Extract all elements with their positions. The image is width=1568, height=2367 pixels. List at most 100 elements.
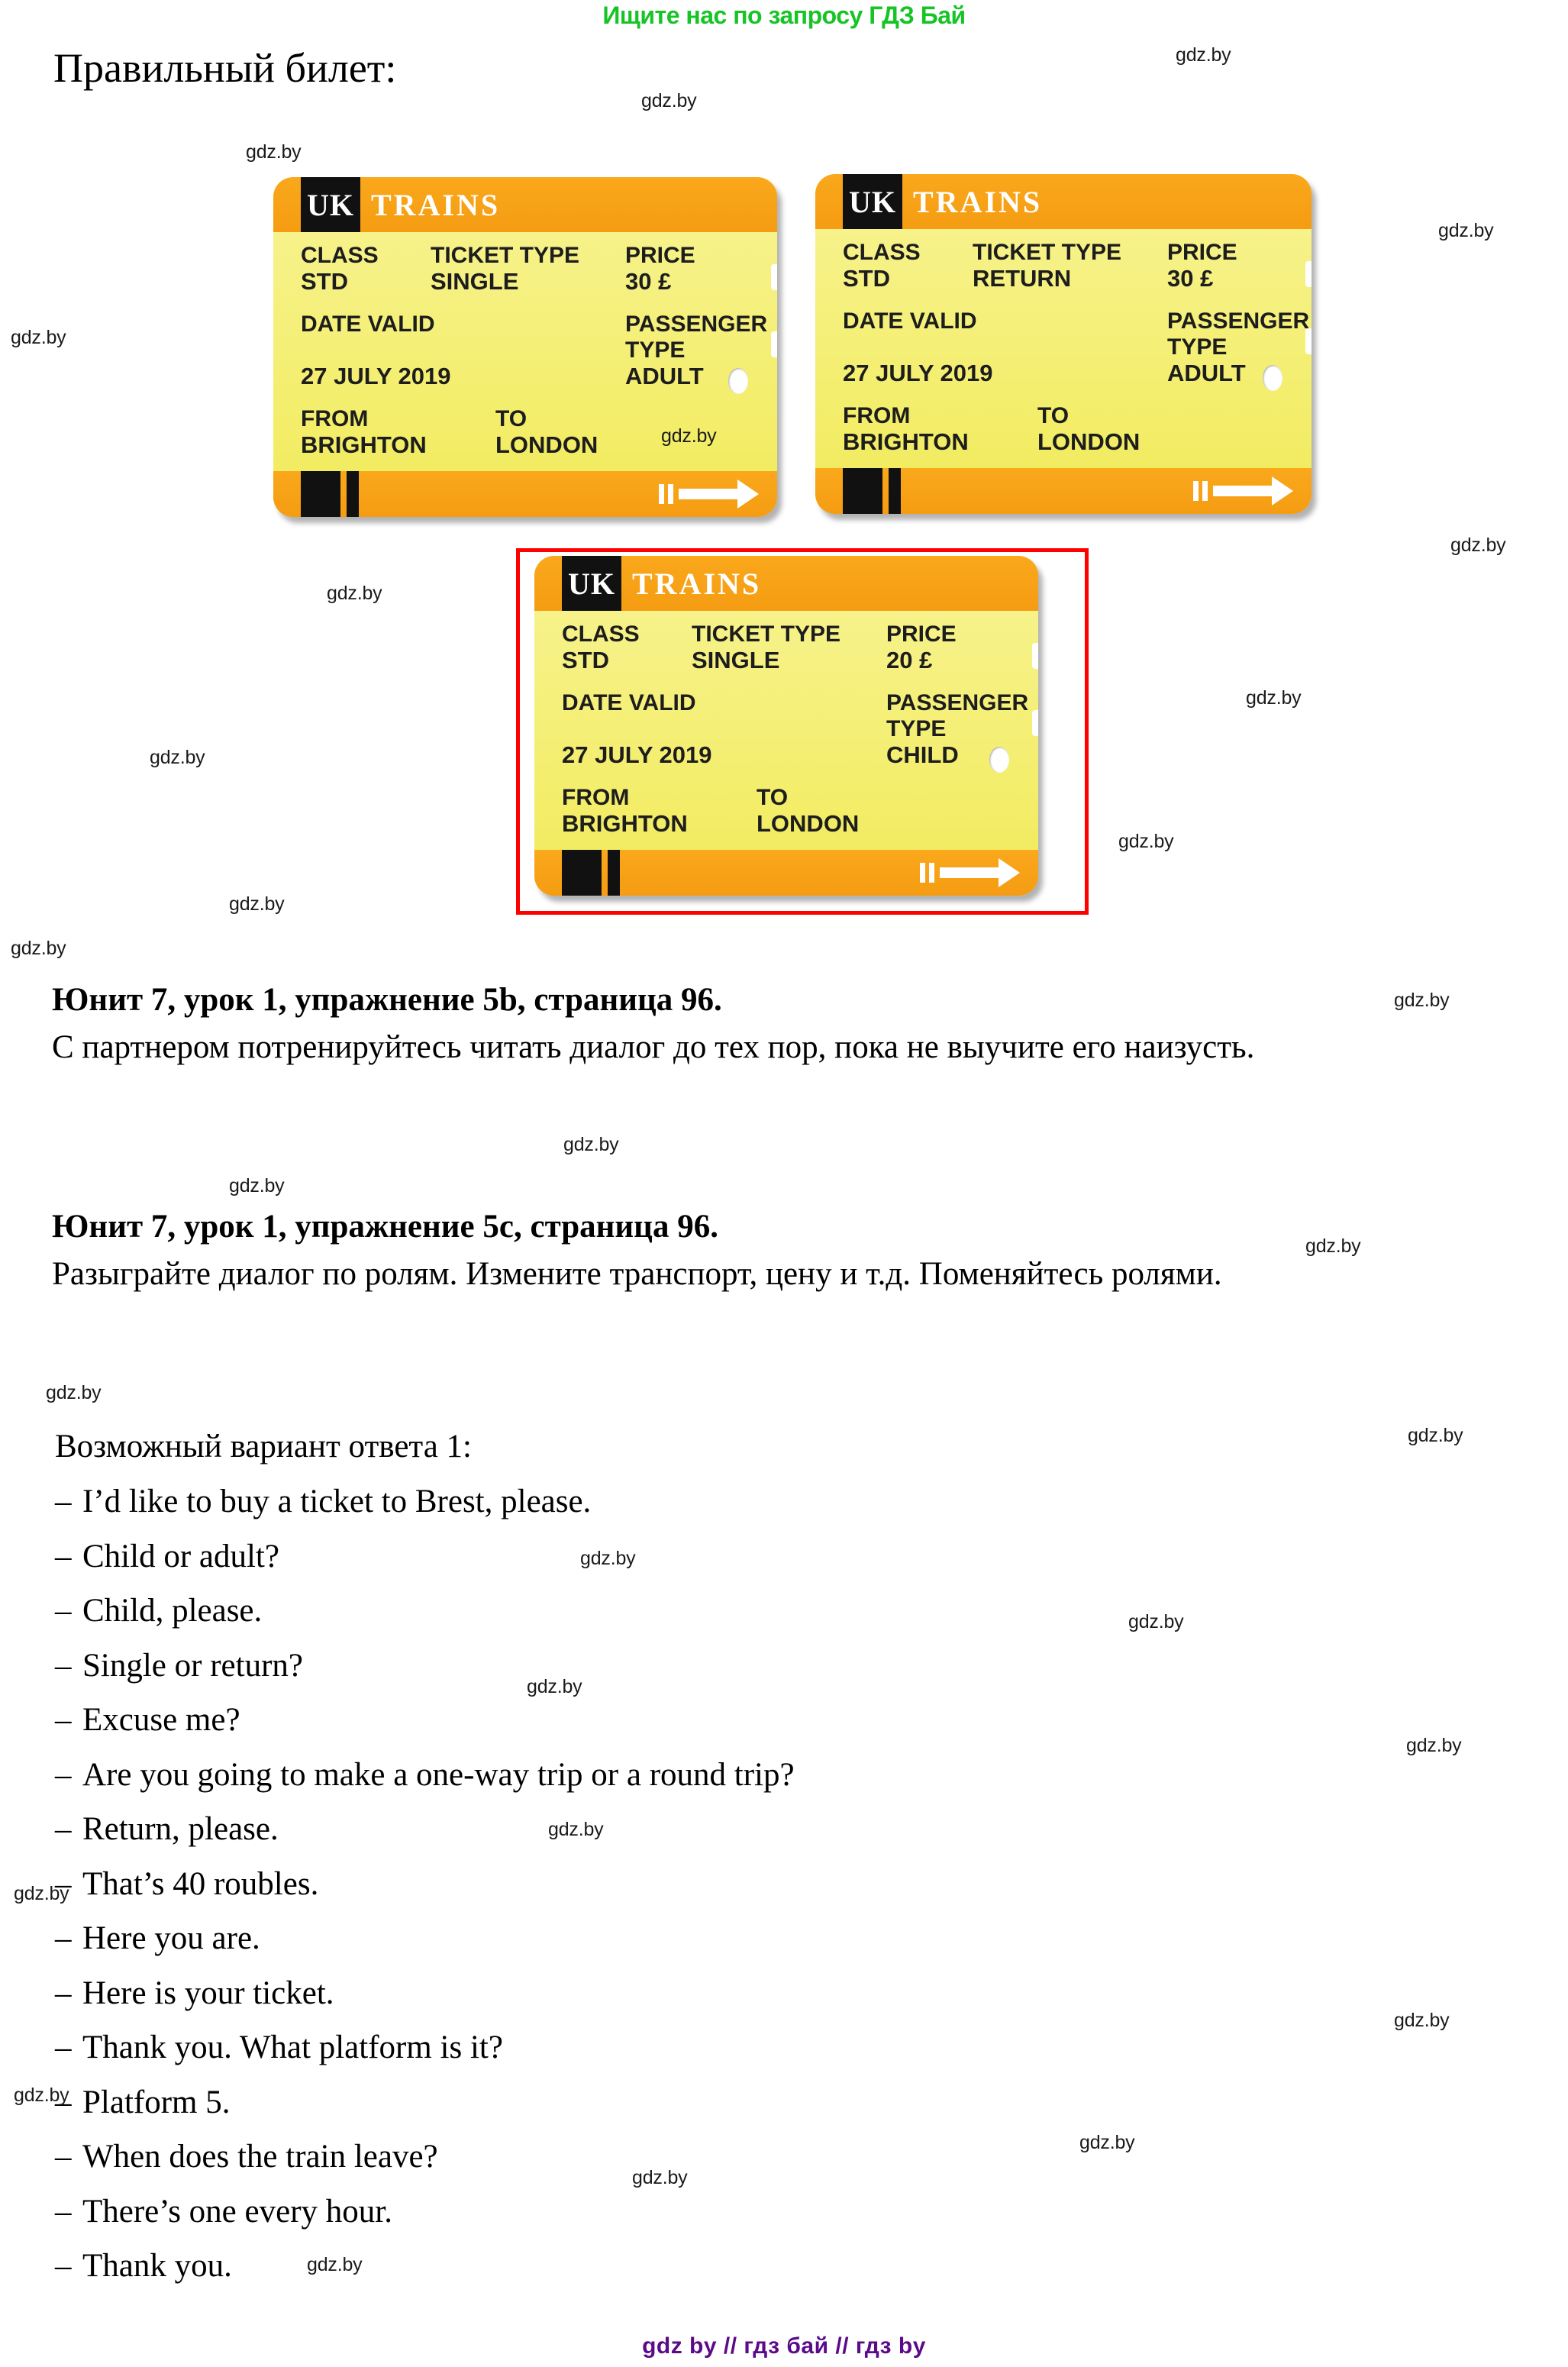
ticket-notch-top (771, 264, 777, 290)
value-to: LONDON (1037, 428, 1141, 455)
watermark: gdz.by (46, 1382, 102, 1403)
dialogue-dash: – (55, 1756, 72, 1793)
dialogue-dash: – (55, 1865, 72, 1902)
watermark: gdz.by (1450, 534, 1506, 556)
dialogue-dash: – (55, 2248, 72, 2284)
label-class: CLASS (301, 243, 379, 268)
dialogue-text: When does the train leave? (82, 2139, 438, 2175)
ticket-body: CLASS TICKET TYPE PRICE STD SINGLE 20 £ … (534, 611, 1038, 850)
ticket-row-labels-3: FROM TO (534, 785, 1038, 811)
ticket-card-single-adult: UK TRAINS CLASS TICKET TYPE PRICE STD SI… (273, 177, 777, 517)
arrow-icon (1193, 476, 1293, 505)
ticket-black-bar-thin (347, 470, 359, 517)
dialogue-text: That’s 40 roubles. (82, 1865, 319, 1902)
ticket-row-values-2: 27 JULY 2019 ADULT (815, 360, 1312, 387)
ticket-row-labels-3: FROM TO (273, 406, 777, 432)
watermark: gdz.by (11, 327, 66, 348)
dialogue-list: –I’d like to buy a ticket to Brest, plea… (55, 1485, 1200, 2304)
ticket-notch-top (1032, 643, 1038, 669)
dialogue-line: –Return, please. (55, 1813, 1200, 1845)
watermark: gdz.by (1408, 1425, 1463, 1446)
arrow-icon (659, 479, 759, 509)
arrow-icon (920, 857, 1020, 887)
ticket-row-values-1: STD SINGLE 20 £ (534, 647, 1038, 674)
ticket-row-labels-2: DATE VALID PASSENGER TYPE (273, 312, 777, 363)
value-from: BRIGHTON (301, 431, 427, 458)
exercise-5b-heading: Юнит 7, урок 1, упражнение 5b, страница … (52, 982, 722, 1018)
page-title: Правильный билет: (53, 45, 397, 91)
value-from: BRIGHTON (843, 428, 969, 455)
ticket-card-single-child: UK TRAINS CLASS TICKET TYPE PRICE STD SI… (534, 556, 1038, 896)
ticket-row-values-1: STD RETURN 30 £ (815, 264, 1312, 292)
dialogue-text: Thank you. What platform is it? (82, 2030, 503, 2065)
label-passenger-type: PASSENGER TYPE (625, 312, 768, 363)
watermark: gdz.by (1394, 2010, 1450, 2031)
ticket-black-bar-wide (562, 849, 602, 896)
ticket-notch-mid (771, 331, 777, 357)
watermark: gdz.by (246, 141, 302, 163)
value-from: BRIGHTON (562, 809, 688, 837)
label-passenger-type: PASSENGER TYPE (886, 690, 1029, 741)
dialogue-line: –When does the train leave? (55, 2140, 1200, 2173)
label-class: CLASS (843, 240, 921, 265)
exercise-5c: Юнит 7, урок 1, упражнение 5c, страница … (52, 1208, 1552, 1295)
dialogue-dash: – (55, 2030, 72, 2065)
uk-logo-box: UK (301, 177, 360, 232)
dialogue-text: Thank you. (82, 2248, 232, 2284)
watermark: gdz.by (1118, 831, 1174, 852)
watermark: gdz.by (1406, 1735, 1462, 1756)
dialogue-line: –Here you are. (55, 1922, 1200, 1955)
ticket-row-labels-1: CLASS TICKET TYPE PRICE (815, 240, 1312, 266)
dialogue-line: –There’s one every hour. (55, 2195, 1200, 2228)
label-ticket-type: TICKET TYPE (692, 622, 841, 647)
value-to: LONDON (495, 431, 598, 458)
ticket-notch-mid (1305, 328, 1312, 354)
dialogue-dash: – (55, 1593, 72, 1629)
ticket-body: CLASS TICKET TYPE PRICE STD RETURN 30 £ … (815, 229, 1312, 468)
dialogue-text: Are you going to make a one-way trip or … (82, 1756, 795, 1793)
value-passenger-type: ADULT (625, 362, 704, 389)
dialogue-line: –Are you going to make a one-way trip or… (55, 1758, 1200, 1791)
value-ticket-type: SINGLE (431, 267, 519, 295)
watermark: gdz.by (1176, 44, 1231, 66)
dialogue-text: Here is your ticket. (82, 1975, 334, 2011)
promo-footer: gdz by // гдз бай // гдз by (642, 2333, 926, 2359)
dialogue-dash: – (55, 1702, 72, 1738)
dialogue-line: –Child or adult? (55, 1540, 1200, 1573)
brand-trains: TRAINS (913, 184, 1043, 219)
label-to: TO (1037, 403, 1070, 429)
ticket-row-values-3: BRIGHTON LONDON (815, 428, 1312, 456)
dialogue-text: Child, please. (82, 1593, 263, 1629)
dialogue-text: Platform 5. (82, 2084, 231, 2120)
ticket-black-bar-wide (301, 470, 340, 517)
dialogue-text: Excuse me? (82, 1702, 240, 1738)
label-to: TO (757, 785, 789, 811)
label-passenger-type: PASSENGER TYPE (1167, 308, 1310, 360)
ticket-black-bar-thin (889, 467, 901, 514)
exercise-5c-body: Разыграйте диалог по ролям. Измените тра… (52, 1255, 1222, 1292)
answer-label: Возможный вариант ответа 1: (55, 1429, 473, 1464)
dialogue-dash: – (55, 1538, 72, 1574)
dialogue-dash: – (55, 2139, 72, 2175)
value-ticket-type: RETURN (973, 264, 1072, 292)
uk-logo-box: UK (843, 174, 902, 229)
label-from: FROM (301, 406, 369, 432)
watermark: gdz.by (641, 90, 697, 111)
value-passenger-type: CHILD (886, 741, 959, 768)
dialogue-line: –Here is your ticket. (55, 1977, 1200, 2010)
ticket-notch-mid (1032, 710, 1038, 736)
label-class: CLASS (562, 622, 640, 647)
value-date-valid: 27 JULY 2019 (301, 362, 451, 389)
watermark: gdz.by (327, 583, 382, 604)
label-from: FROM (562, 785, 630, 811)
watermark: gdz.by (229, 893, 285, 915)
ticket-row-labels-2: DATE VALID PASSENGER TYPE (534, 690, 1038, 741)
value-ticket-type: SINGLE (692, 646, 780, 673)
dialogue-text: I’d like to buy a ticket to Brest, pleas… (82, 1484, 592, 1519)
brand-uk: UK (307, 187, 354, 222)
dialogue-dash: – (55, 1975, 72, 2011)
value-price: 20 £ (886, 646, 933, 673)
label-date-valid: DATE VALID (301, 312, 435, 337)
dialogue-line: –That’s 40 roubles. (55, 1868, 1200, 1900)
exercise-5b: Юнит 7, урок 1, упражнение 5b, страница … (52, 981, 1552, 1068)
